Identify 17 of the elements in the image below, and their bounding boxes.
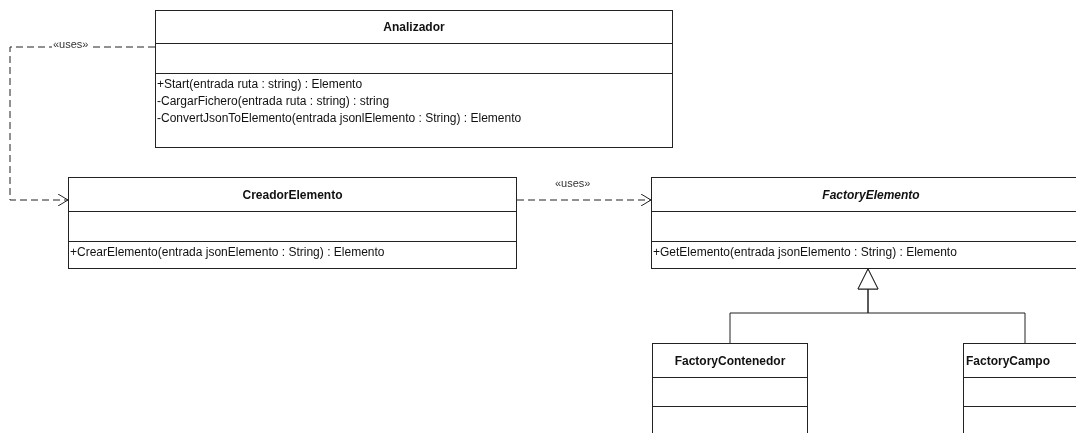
class-name: FactoryCampo	[966, 353, 1051, 368]
method-text: -CargarFichero(entrada ruta : string) : string	[157, 93, 391, 110]
class-name: Analizador	[383, 20, 445, 34]
class-name: CreadorElemento	[242, 187, 343, 202]
class-name: FactoryElemento	[822, 187, 920, 202]
method-text: +Start(entrada ruta : string) : Elemento	[157, 76, 364, 93]
class-box	[652, 343, 808, 433]
method-text: -ConvertJsonToElemento(entrada jsonlElemento : String) : Elemento	[157, 110, 523, 127]
class-box	[68, 177, 517, 269]
class-box	[155, 10, 673, 148]
class-name: FactoryContenedor	[674, 353, 786, 368]
class-box	[651, 177, 1076, 269]
method-text: +CrearElemento(entrada jsonElemento : String) : Elemento	[70, 244, 386, 261]
generalization-arrow	[857, 268, 1026, 344]
dependency-arrow	[9, 46, 156, 207]
dependency-arrow	[516, 193, 652, 207]
method-text: +GetElemento(entrada jsonElemento : String) : Elemento	[653, 244, 958, 261]
